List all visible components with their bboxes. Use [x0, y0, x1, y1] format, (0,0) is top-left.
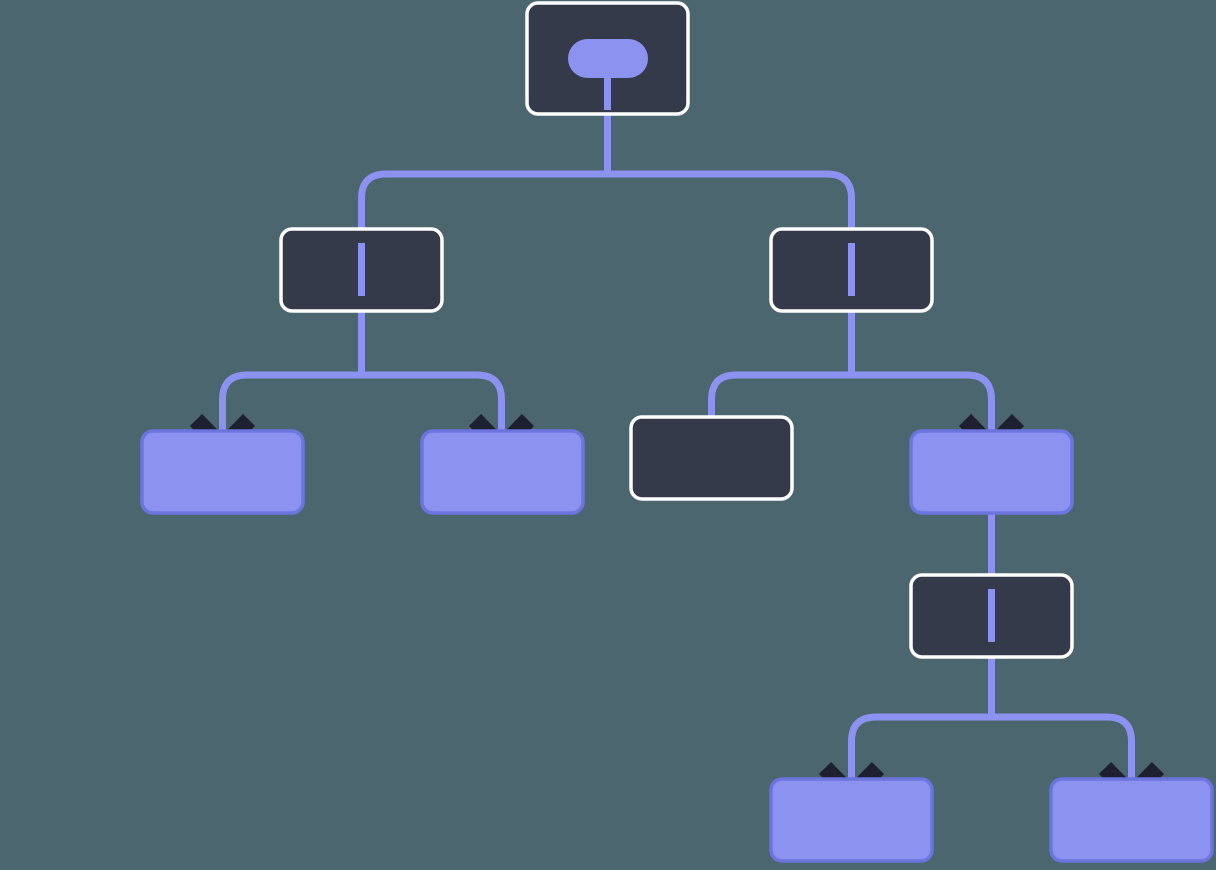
- node-n3-body[interactable]: [140, 429, 305, 515]
- node-n8[interactable]: [769, 777, 934, 863]
- node-n7-bar-glyph: [988, 589, 995, 642]
- node-n3[interactable]: [140, 429, 305, 515]
- node-n9[interactable]: [1049, 777, 1214, 863]
- edge-root-to-n2: [607, 170, 855, 232]
- node-n6[interactable]: [909, 429, 1074, 515]
- edge-n1-to-n4: [361, 371, 505, 438]
- node-n6-body[interactable]: [909, 429, 1074, 515]
- node-n0-root[interactable]: [525, 1, 690, 116]
- edge-layer: [219, 60, 1135, 786]
- edge-n2-to-n5: [708, 371, 852, 422]
- node-n7[interactable]: [909, 573, 1074, 659]
- node-n5-body[interactable]: [629, 415, 794, 501]
- node-n9-body[interactable]: [1049, 777, 1214, 863]
- node-n5[interactable]: [629, 415, 794, 501]
- edge-n7-to-n9: [991, 713, 1135, 786]
- node-n8-body[interactable]: [769, 777, 934, 863]
- edge-root-to-n1: [358, 170, 608, 232]
- node-n1[interactable]: [279, 227, 444, 313]
- node-n1-bar-glyph: [358, 243, 365, 296]
- node-n2-bar-glyph: [848, 243, 855, 296]
- node-n2[interactable]: [769, 227, 934, 313]
- node-n0-pill-glyph: [568, 39, 648, 78]
- node-n4[interactable]: [420, 429, 585, 515]
- node-layer: [140, 1, 1214, 863]
- edge-n7-to-n8: [848, 713, 992, 786]
- edge-n1-to-n3: [219, 371, 362, 438]
- edge-n2-to-n6: [851, 371, 995, 438]
- node-n0-stem-glyph: [604, 70, 611, 110]
- node-n4-body[interactable]: [420, 429, 585, 515]
